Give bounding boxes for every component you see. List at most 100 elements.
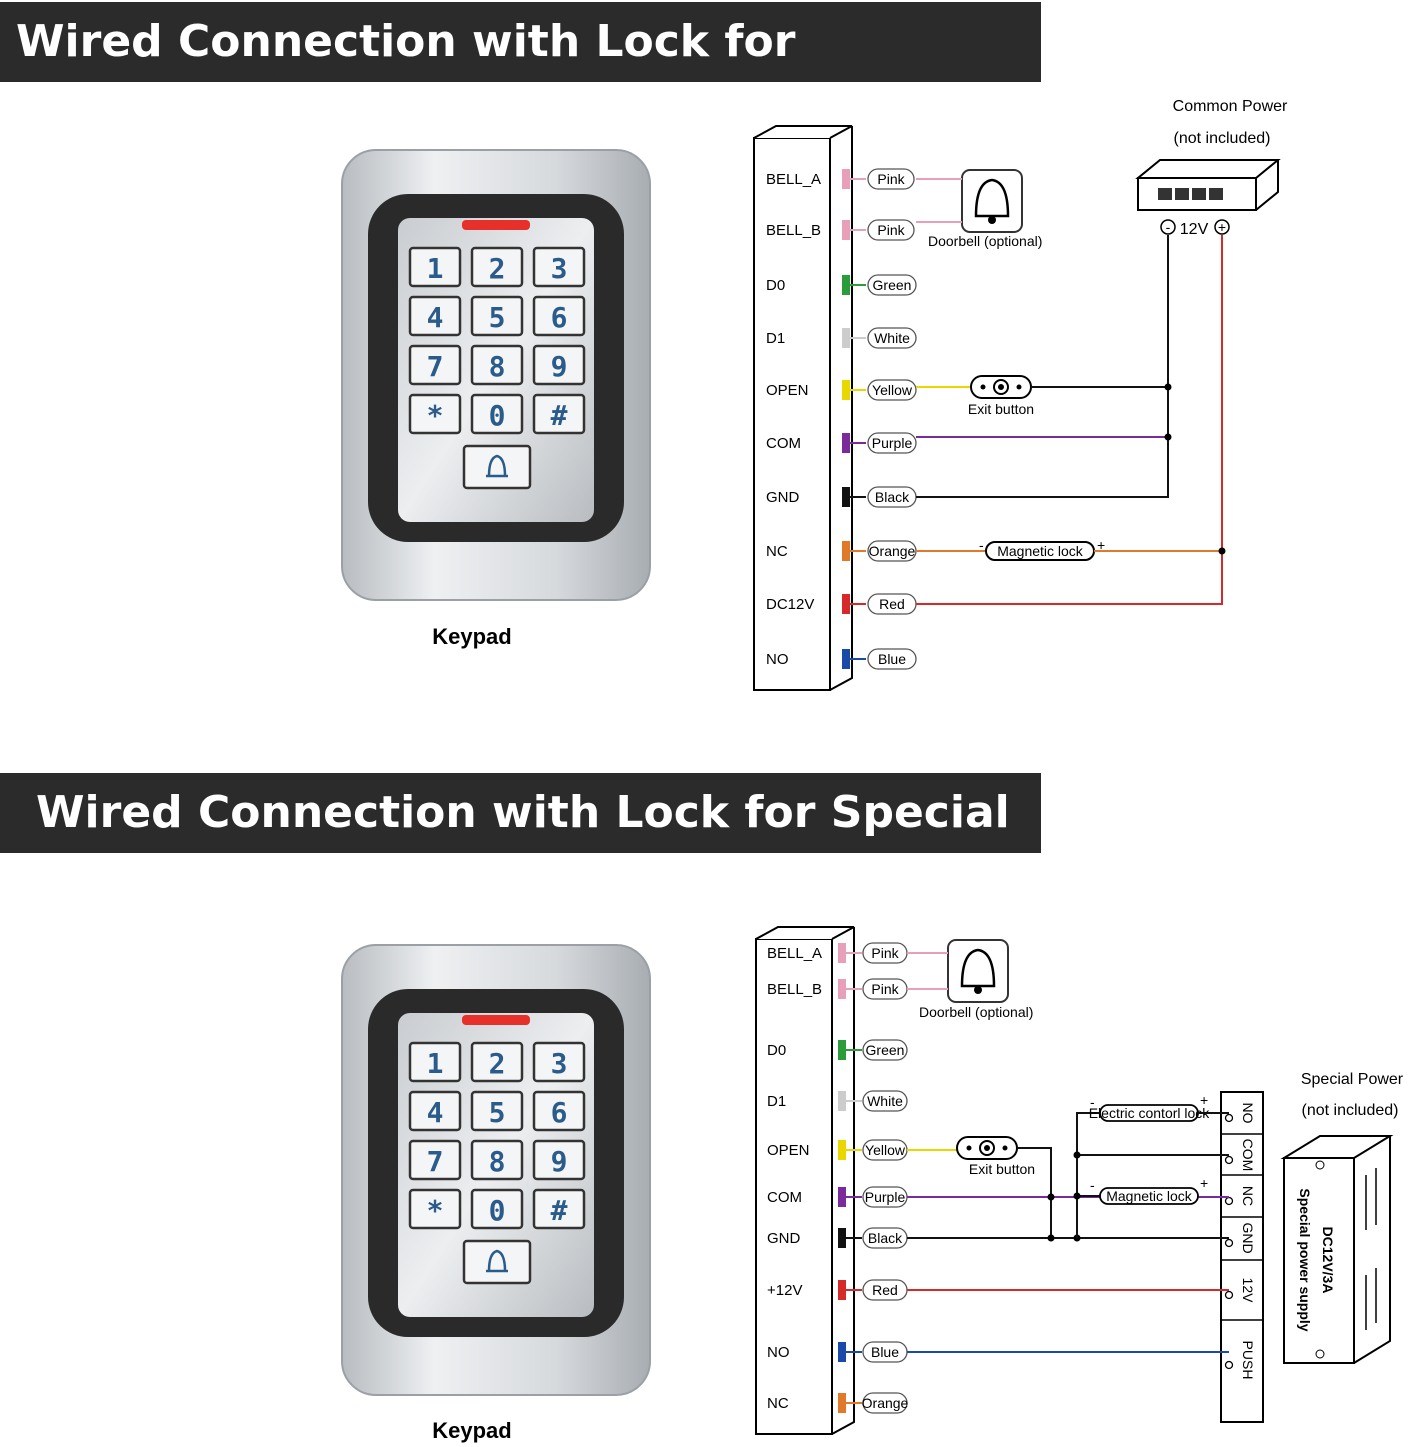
pin-label: NC — [766, 543, 788, 560]
key — [532, 1041, 586, 1083]
psu-top — [1280, 1135, 1394, 1159]
psu-terminal — [1175, 188, 1189, 200]
pin-label: NC — [767, 1395, 789, 1412]
bell-key — [462, 1239, 532, 1285]
key-label: 3 — [551, 252, 568, 285]
wire-tag — [862, 1090, 908, 1112]
wire-tag-label: Pink — [877, 222, 905, 238]
exit-button-screw — [1016, 384, 1022, 390]
key — [470, 246, 524, 288]
wire-stub — [842, 594, 850, 614]
key-label: 7 — [427, 1145, 444, 1178]
key-label: 7 — [427, 350, 444, 383]
wire-stub — [842, 169, 850, 189]
junction-dot — [1047, 1193, 1055, 1201]
wire-tag-label: Pink — [871, 981, 899, 997]
power-subtitle: (not included) — [1174, 130, 1271, 147]
wire-tag-label: Pink — [871, 945, 899, 961]
key — [532, 1188, 586, 1230]
status-led — [462, 1015, 530, 1025]
key-label: 8 — [489, 350, 506, 383]
wire-stub — [838, 1187, 846, 1207]
key-label: # — [551, 399, 568, 432]
bell-key — [462, 444, 532, 490]
key-label: # — [551, 1194, 568, 1227]
key — [470, 1188, 524, 1230]
pin-label: DC12V — [766, 596, 814, 613]
wire-tag-label: White — [867, 1093, 903, 1109]
terminal-label: PUSH — [1240, 1341, 1256, 1380]
key — [470, 344, 524, 386]
bell-icon — [486, 1249, 508, 1273]
key-label: 3 — [551, 1047, 568, 1080]
wire-tag — [867, 327, 917, 349]
psu-screw — [1315, 1349, 1325, 1359]
lock1-plus: + — [1200, 1092, 1208, 1108]
pin-label: GND — [766, 489, 800, 506]
wire-tag — [862, 1392, 908, 1414]
wire-stub — [838, 1393, 846, 1413]
doorbell-clapper — [988, 216, 996, 224]
terminal-label: NO — [1240, 1103, 1256, 1124]
key-label: 5 — [489, 301, 506, 334]
wire-stub — [838, 1342, 846, 1362]
lock2-plus: + — [1200, 1175, 1208, 1191]
junction-dot — [1073, 1192, 1081, 1200]
doorbell-icon — [960, 948, 996, 988]
wire-stub — [838, 1228, 846, 1248]
terminal-label: GND — [1240, 1222, 1256, 1253]
key-label: 9 — [551, 1145, 568, 1178]
electric-lock-label: Electric contorl lock — [1089, 1105, 1211, 1121]
terminal-label: 12V — [1240, 1278, 1256, 1304]
pin-label: D1 — [767, 1093, 786, 1110]
key — [408, 1139, 462, 1181]
psu-side — [1255, 160, 1279, 211]
pin-label: OPEN — [766, 382, 809, 399]
junction-dot — [1047, 1234, 1055, 1242]
wire-tag-label: Purple — [872, 435, 913, 451]
wire-tag-label: Purple — [865, 1189, 906, 1205]
key — [532, 1139, 586, 1181]
terminal-screw — [1224, 1290, 1234, 1300]
key — [532, 246, 586, 288]
pin-label: NO — [767, 1344, 790, 1361]
pin-label: BELL_A — [766, 171, 821, 188]
wire-tag-label: Blue — [871, 1344, 899, 1360]
key — [408, 1090, 462, 1132]
junction-dot — [1073, 1151, 1081, 1159]
wire-tag-label: Blue — [878, 651, 906, 667]
key-label: 2 — [489, 1047, 506, 1080]
terminal-strip-top — [753, 125, 853, 139]
wire-stub — [842, 649, 850, 669]
lock1-minus: - — [1090, 1094, 1095, 1110]
wire-stub — [842, 487, 850, 507]
doorbell-label: Doorbell (optional) — [919, 1004, 1033, 1020]
wire-black — [916, 235, 1169, 498]
key-label: * — [427, 399, 444, 432]
wire-tag-label: Orange — [869, 543, 916, 559]
keypad-label: Keypad — [432, 624, 511, 649]
exit-button-dot — [984, 1145, 990, 1151]
psu-vents — [1365, 1168, 1377, 1330]
wire-tag-label: Black — [868, 1230, 903, 1246]
power-subtitle: (not included) — [1302, 1102, 1399, 1119]
key-label: 0 — [489, 1194, 506, 1227]
wire-tag-label: Orange — [862, 1395, 909, 1411]
key — [470, 393, 524, 435]
key-label: 6 — [551, 1096, 568, 1129]
exit-button-screw — [980, 384, 986, 390]
lock-plus: + — [1097, 537, 1105, 553]
psu-name: Special power supply — [1297, 1188, 1313, 1331]
section-title-common-power: Wired Connection with Lock for Commom Po… — [0, 2, 1041, 147]
wire-stub — [838, 943, 846, 963]
terminal-strip-top — [755, 926, 855, 940]
wire-tag-label: Red — [872, 1282, 898, 1298]
key-label: 1 — [427, 1047, 444, 1080]
key — [470, 1041, 524, 1083]
psu-side — [1353, 1136, 1391, 1364]
key — [408, 1188, 462, 1230]
